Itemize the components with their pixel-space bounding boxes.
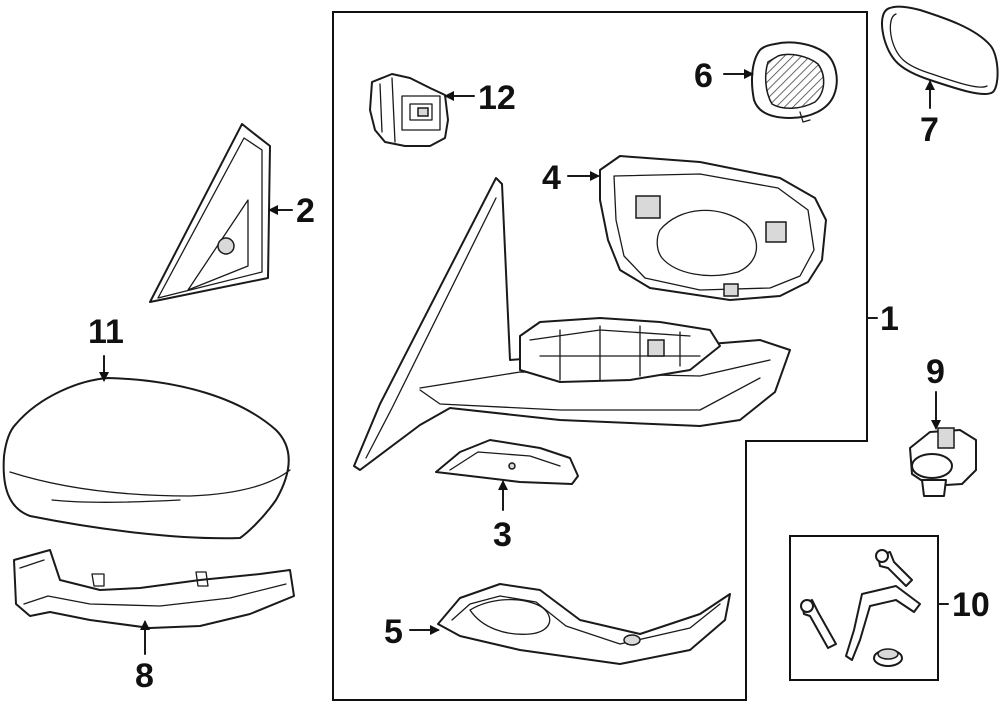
callout-8: 8 (135, 657, 154, 695)
callout-12: 12 (478, 79, 516, 117)
callout-10: 10 (952, 586, 990, 624)
callout-2: 2 (296, 192, 315, 230)
callout-1: 1 (880, 300, 899, 338)
callout-7: 7 (920, 111, 939, 149)
turn-signal-part (13, 549, 295, 629)
mirror-glass (881, 5, 999, 96)
lower-cover-part (437, 583, 731, 665)
mirror-housing-part (599, 155, 827, 301)
mirror-motor-part (369, 73, 449, 147)
assembly-box (332, 11, 868, 701)
outer-cover-part (2, 377, 291, 540)
callout-4: 4 (542, 159, 561, 197)
hardware-box (789, 535, 939, 681)
callout-5: 5 (384, 613, 403, 651)
callout-arrows (99, 69, 941, 655)
callout-6: 6 (694, 57, 713, 95)
triangle-trim-part (149, 123, 271, 303)
motor-part (909, 427, 977, 497)
trim-strip-part (435, 439, 579, 485)
callout-11: 11 (88, 313, 124, 351)
mirror-assembly-part (353, 177, 791, 471)
callout-9: 9 (926, 353, 945, 391)
callout-3: 3 (493, 516, 512, 554)
hardware-part (800, 549, 921, 667)
mirror-cap-part (751, 41, 838, 123)
